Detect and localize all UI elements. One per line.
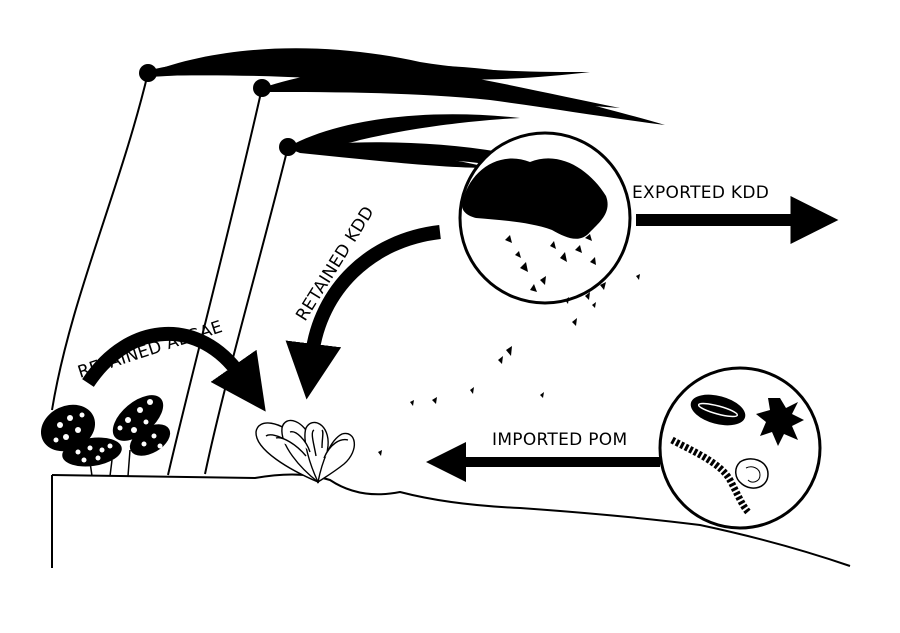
pom-inset — [658, 366, 822, 530]
kdd-detritus-inset — [458, 131, 632, 305]
mussel-cluster — [255, 419, 355, 484]
exported-kdd-label: EXPORTED KDD — [632, 183, 769, 203]
retained-algae-arrow — [82, 326, 266, 412]
drifting-particles — [378, 274, 640, 456]
imported-pom-label: IMPORTED POM — [492, 430, 627, 450]
seabed — [51, 473, 851, 568]
retained-kdd-arrow — [285, 225, 441, 400]
kelp-stipes — [51, 72, 289, 476]
understory-algae — [40, 395, 171, 477]
kelp-holdfast-dots — [139, 64, 297, 156]
